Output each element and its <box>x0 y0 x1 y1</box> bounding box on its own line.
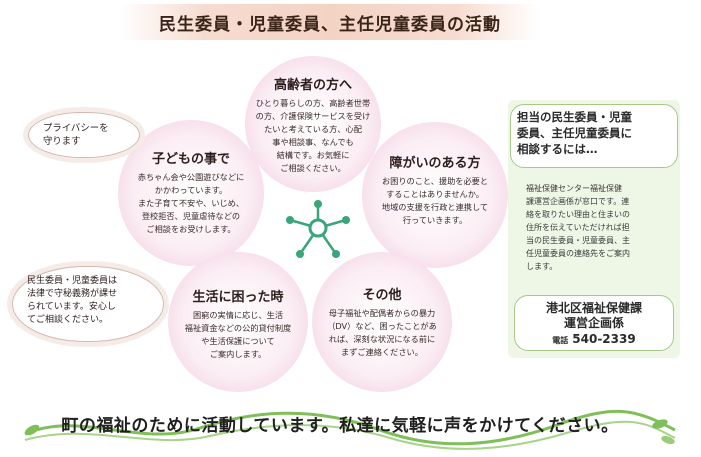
hub-network-icon <box>286 200 350 258</box>
other-body: 母子福祉や配偶者からの暴力（DV）など、困ったことがあれば、深刻な状況になる前に… <box>327 308 437 357</box>
living-title: 生活に困った時 <box>192 290 284 305</box>
other-title: その他 <box>362 288 402 303</box>
disability-title: 障がいのある方 <box>389 156 481 171</box>
elderly-title: 高齢者の方へ <box>273 78 352 93</box>
children-body: 赤ちゃん会や公園遊びなどにかかわっています。また子育て不安や、いじめ、登校拒否、… <box>137 172 245 234</box>
living-body: 困窮の実情に応じ、生活福祉資金などの公的貸付制度や生活保護についてご案内します。 <box>184 310 292 359</box>
circle-elderly: 高齢者の方へ ひとり暮らしの方、高齢者世帯の方、介護保険サービスを受けたいと考え… <box>245 56 381 192</box>
phone-label: 電話 <box>552 336 569 345</box>
circle-children: 子どもの事で 赤ちゃん会や公園遊びなどにかかわっています。また子育て不安や、いじ… <box>118 120 264 266</box>
privacy-callout: プライバシーを守ります <box>28 112 140 158</box>
children-title: 子どもの事で <box>151 152 230 167</box>
confidentiality-callout: 民生委員・児童委員は法律で守秘義務が課せられています。安心してご相談ください。 <box>12 266 164 342</box>
elderly-body: ひとり暮らしの方、高齢者世帯の方、介護保険サービスを受けたいと考えている方、心配… <box>255 98 371 173</box>
phone-number: 540-2339 <box>572 332 636 346</box>
circle-living: 生活に困った時 困窮の実情に応じ、生活福祉資金などの公的貸付制度や生活保護につい… <box>168 252 308 392</box>
circle-disability: 障がいのある方 お困りのこと、援助を必要とすることはありませんか。地域の支援を行… <box>362 122 508 268</box>
office-name: 港北区福祉保健課 <box>545 301 642 315</box>
circle-other: その他 母子福祉や配偶者からの暴力（DV）など、困ったことがあれば、深刻な状況に… <box>312 252 452 392</box>
contact-description: 福祉保健センター福祉保健課運営企画係が窓口です。連絡を取りたい理由と住まいの住所… <box>526 184 630 271</box>
office-section: 運営企画係 <box>563 316 624 330</box>
page-title: 民生委員・児童委員、主任児童委員の活動 <box>120 4 540 40</box>
disability-body: お困りのこと、援助を必要とすることはありませんか。地域の支援を行政と連携して行っ… <box>381 176 489 225</box>
footer-slogan: 町の福祉のために活動しています。私達に気軽に声をかけてください。 <box>61 416 619 436</box>
contact-heading: 担当の民生委員・児童委員、主任児童委員に相談するには… <box>510 104 678 168</box>
vine-decoration <box>24 409 676 450</box>
